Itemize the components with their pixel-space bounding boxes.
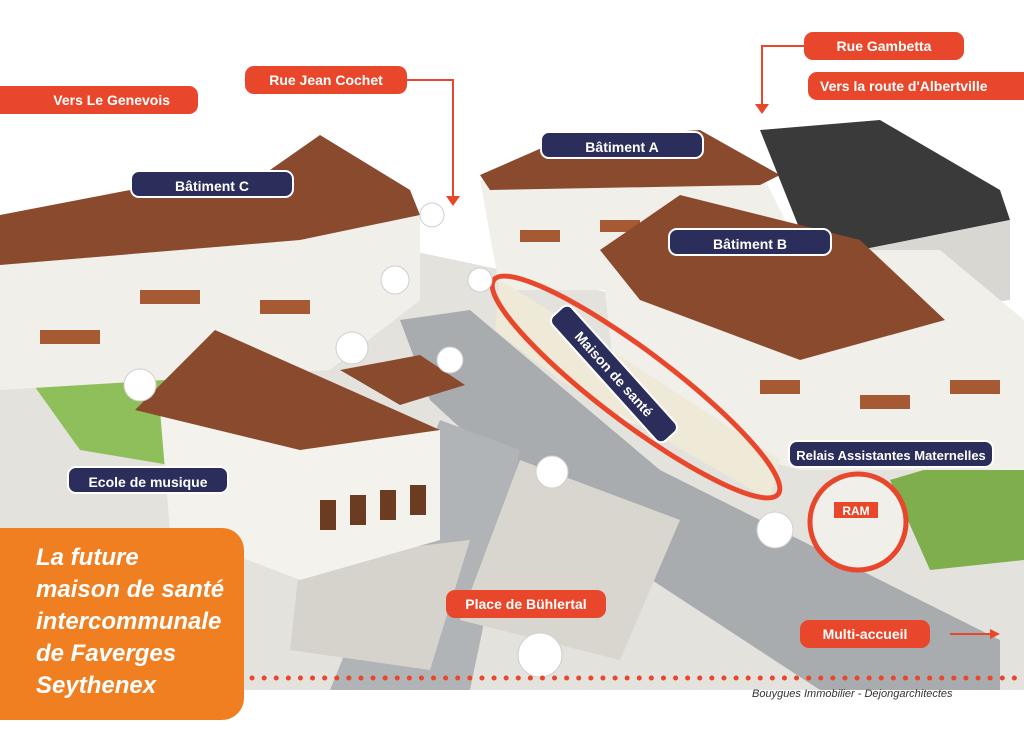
ecole-window — [380, 490, 396, 520]
batiment-a-balcony — [520, 230, 560, 242]
ecole-annex-roof — [340, 355, 465, 405]
label-batiment-b: Bâtiment B — [668, 228, 832, 256]
tree — [380, 265, 410, 295]
title-line: Seythenex — [36, 672, 157, 699]
tree — [535, 455, 569, 489]
batiment-b-balcony — [950, 380, 1000, 394]
tree — [436, 346, 464, 374]
tree — [756, 511, 794, 549]
road-main — [400, 310, 1000, 690]
label-place-de-buhlertal: Place de Bühlertal — [446, 590, 606, 618]
label-ecole-de-musique: Ecole de musique — [67, 466, 229, 494]
title-line: La future — [36, 544, 139, 571]
ecole-window — [320, 500, 336, 530]
label-batiment-c: Bâtiment C — [130, 170, 294, 198]
batiment-b-balcony — [860, 395, 910, 409]
arrow-head — [755, 104, 769, 114]
batiment-c-balcony — [40, 330, 100, 344]
label-multi-accueil: Multi-accueil — [800, 620, 930, 648]
label-batiment-a: Bâtiment A — [540, 131, 704, 159]
grey-building-roof — [760, 120, 1010, 250]
parking-area-lower — [290, 540, 470, 670]
title-panel: La future maison de santé intercommunale… — [0, 528, 244, 720]
ecole-window — [410, 485, 426, 515]
ram-highlight — [807, 471, 909, 573]
ram-sign-text: RAM — [842, 504, 869, 518]
title-line: maison de santé — [36, 576, 225, 603]
batiment-c-walls — [0, 215, 420, 390]
label-rue-jean-cochet: Rue Jean Cochet — [245, 66, 407, 94]
arrow-rue-gambetta — [761, 45, 805, 108]
arrow-head — [990, 629, 1000, 639]
ecole-roof — [135, 330, 440, 450]
label-rue-gambetta: Rue Gambetta — [804, 32, 964, 60]
tree — [517, 632, 563, 678]
ram-sign — [834, 502, 878, 518]
tree — [123, 368, 157, 402]
batiment-b-balcony — [760, 380, 800, 394]
batiment-c-balcony — [260, 300, 310, 314]
title-line: intercommunale — [36, 608, 222, 635]
batiment-c-roof — [0, 135, 420, 265]
batiment-c-balcony — [140, 290, 200, 304]
ecole-window — [350, 495, 366, 525]
label-vers-genevois: Vers Le Genevois — [0, 86, 198, 114]
image-credit: Bouygues Immobilier - Dejongarchitectes — [752, 688, 953, 700]
tree — [467, 267, 493, 293]
arrow-head — [446, 196, 460, 206]
tree — [419, 202, 445, 228]
tree — [335, 331, 369, 365]
maison-de-sante-highlight — [489, 273, 783, 501]
title-line: de Faverges — [36, 640, 177, 667]
label-vers-albertville: Vers la route d'Albertville — [808, 72, 1024, 100]
arrow-rue-jean-cochet — [405, 79, 454, 200]
label-relais-assistantes-maternelles: Relais Assistantes Maternelles — [788, 440, 994, 468]
batiment-a-balcony — [600, 220, 640, 232]
grass-area-right — [890, 440, 1024, 570]
